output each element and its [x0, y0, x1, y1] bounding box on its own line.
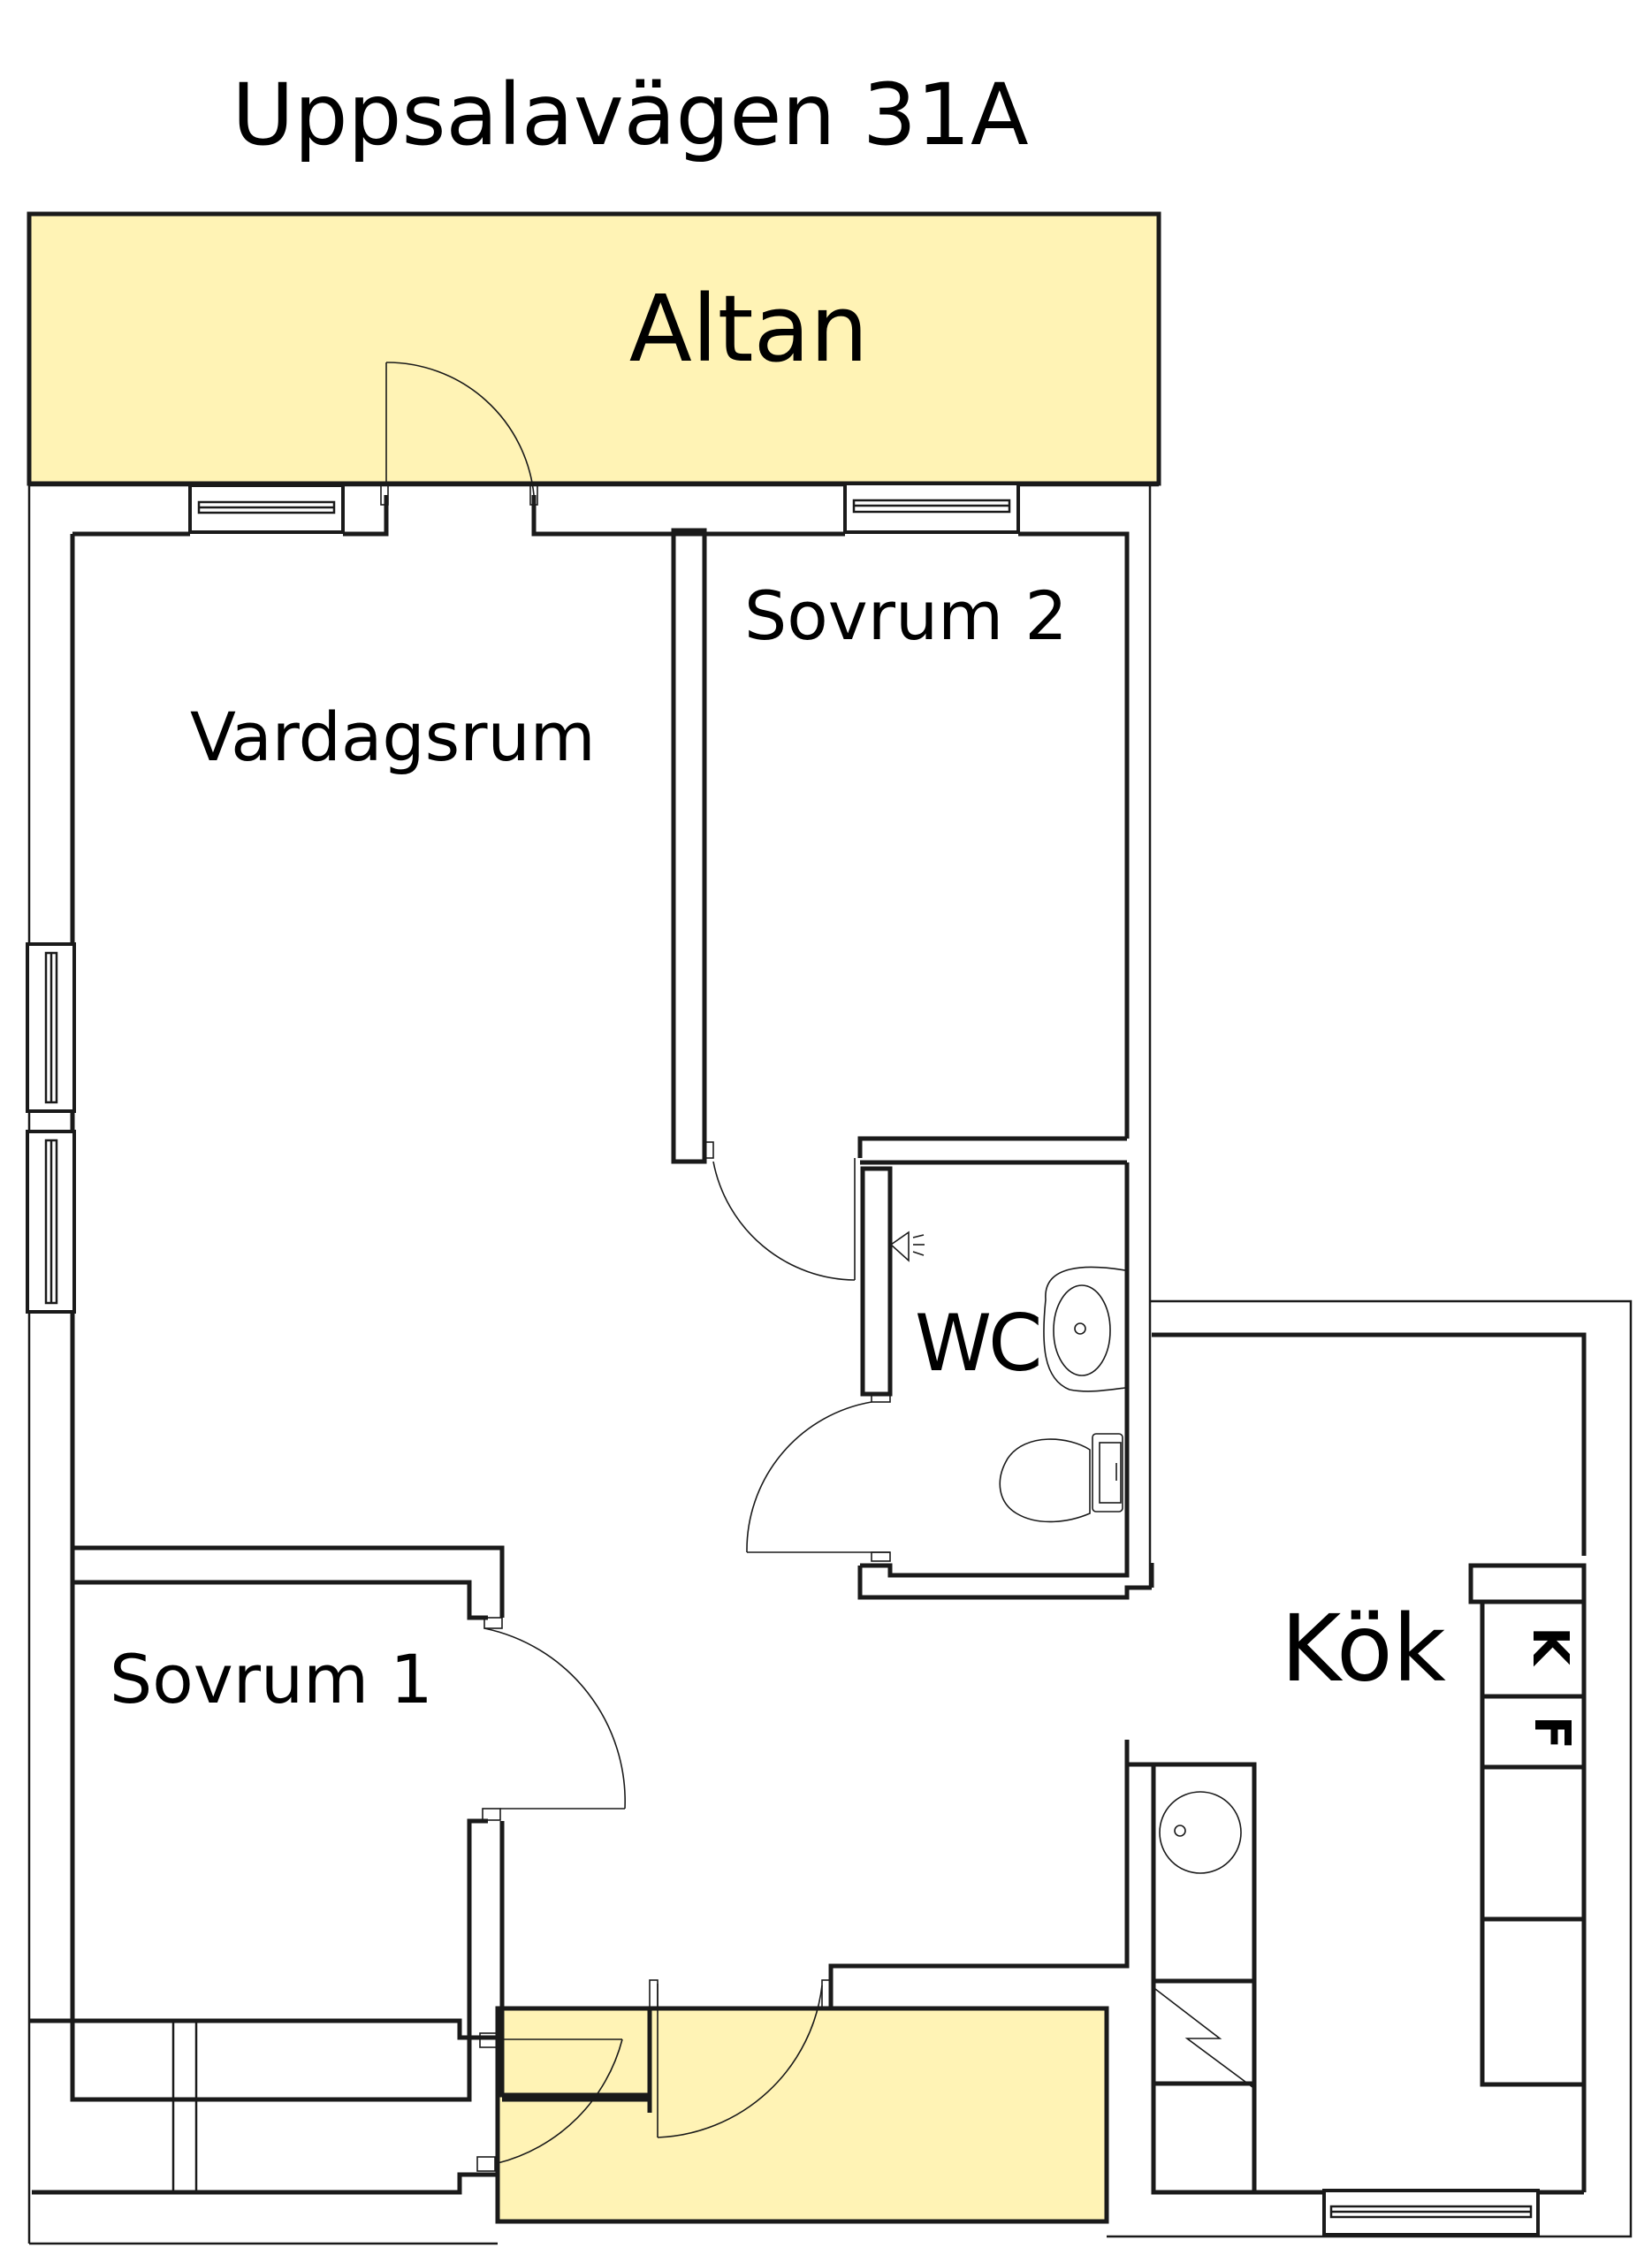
altan-area: Altan	[27, 211, 1161, 486]
door-altan	[380, 362, 538, 506]
window-sovrum2-top	[843, 482, 1020, 534]
stove-icon	[1154, 1988, 1253, 2088]
sovrum1-room: Sovrum 1	[70, 1545, 652, 2113]
wall-sovrum2-bottom	[857, 1136, 1127, 1158]
plan-title: Uppsalavägen 31A	[232, 65, 1028, 164]
partition-sovrum2	[671, 528, 707, 1164]
room-label-sovrum2: Sovrum 2	[744, 576, 1068, 655]
window-vardagsrum-top	[188, 484, 345, 534]
room-label-kok: Kök	[1281, 1595, 1446, 1703]
entrance-area	[495, 2006, 1109, 2224]
room-label-wc: WC	[915, 1298, 1039, 1389]
wc-room: WC	[746, 1160, 1152, 1600]
window-vardagsrum-left-2	[26, 1130, 76, 1314]
fridge-freezer-column: K F	[1468, 1563, 1587, 2087]
speaker-icon	[889, 1231, 925, 1262]
kitchen-fittings: K F Kök	[1151, 1563, 1587, 2195]
room-label-sovrum1: Sovrum 1	[110, 1640, 433, 1718]
window-kok-bottom	[1322, 2189, 1540, 2236]
entrance-doors	[476, 1764, 1130, 2172]
outer-walls	[27, 484, 1633, 2245]
counter	[1151, 1762, 1257, 2195]
washbasin-icon	[1043, 1266, 1126, 1392]
room-label-altan: Altan	[629, 275, 868, 383]
sink-icon	[1159, 1791, 1242, 1874]
window-vardagsrum-left-1	[26, 942, 76, 1113]
toilet-icon	[999, 1433, 1123, 1523]
door-sovrum2	[704, 1141, 856, 1281]
freezer-label: F	[1523, 1716, 1580, 1749]
fridge-label: K	[1521, 1627, 1579, 1667]
room-label-vardagsrum: Vardagsrum	[190, 697, 596, 776]
windows	[26, 482, 1540, 2236]
